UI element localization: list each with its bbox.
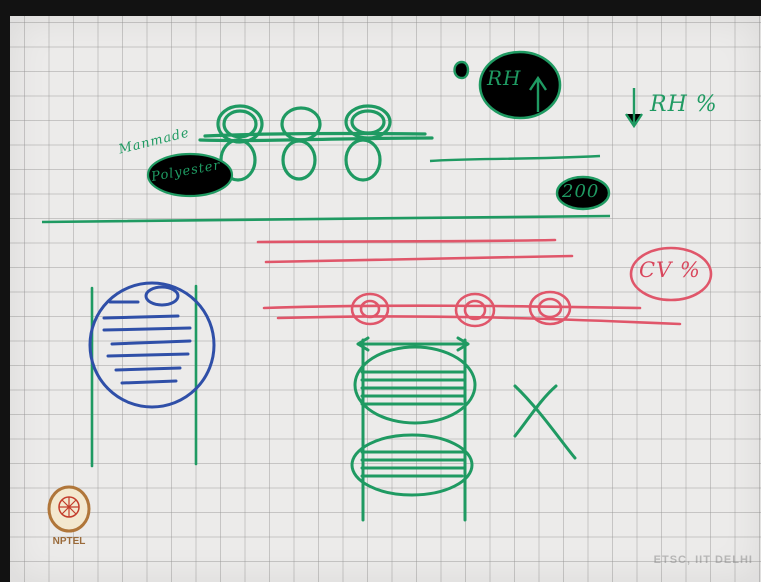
up-arrow-icon	[529, 75, 547, 112]
green-fiber-loops	[198, 104, 434, 182]
red-fiber-lines	[256, 238, 713, 328]
theta-mark	[453, 60, 470, 80]
count-circle	[555, 175, 611, 211]
blue-fiber-bundle	[88, 281, 216, 409]
count-label: 200	[562, 181, 600, 202]
green-long-divider	[41, 214, 611, 224]
rh-oval	[478, 50, 562, 120]
nptel-logo: NPTEL	[38, 484, 100, 554]
down-arrow-icon	[625, 88, 643, 129]
rh-percent-label: RH %	[650, 92, 718, 117]
nptel-logo-text: NPTEL	[52, 536, 86, 547]
cv-percent-label: CV %	[639, 258, 701, 282]
nptel-logo-icon	[47, 485, 91, 533]
green-line-right	[429, 154, 601, 163]
green-bundles-bottom	[350, 336, 577, 522]
green-walls-left	[90, 284, 198, 468]
watermark: ETSC, IIT DELHI	[653, 554, 753, 566]
polyester-oval	[146, 152, 234, 198]
rh-label: RH	[487, 66, 522, 90]
